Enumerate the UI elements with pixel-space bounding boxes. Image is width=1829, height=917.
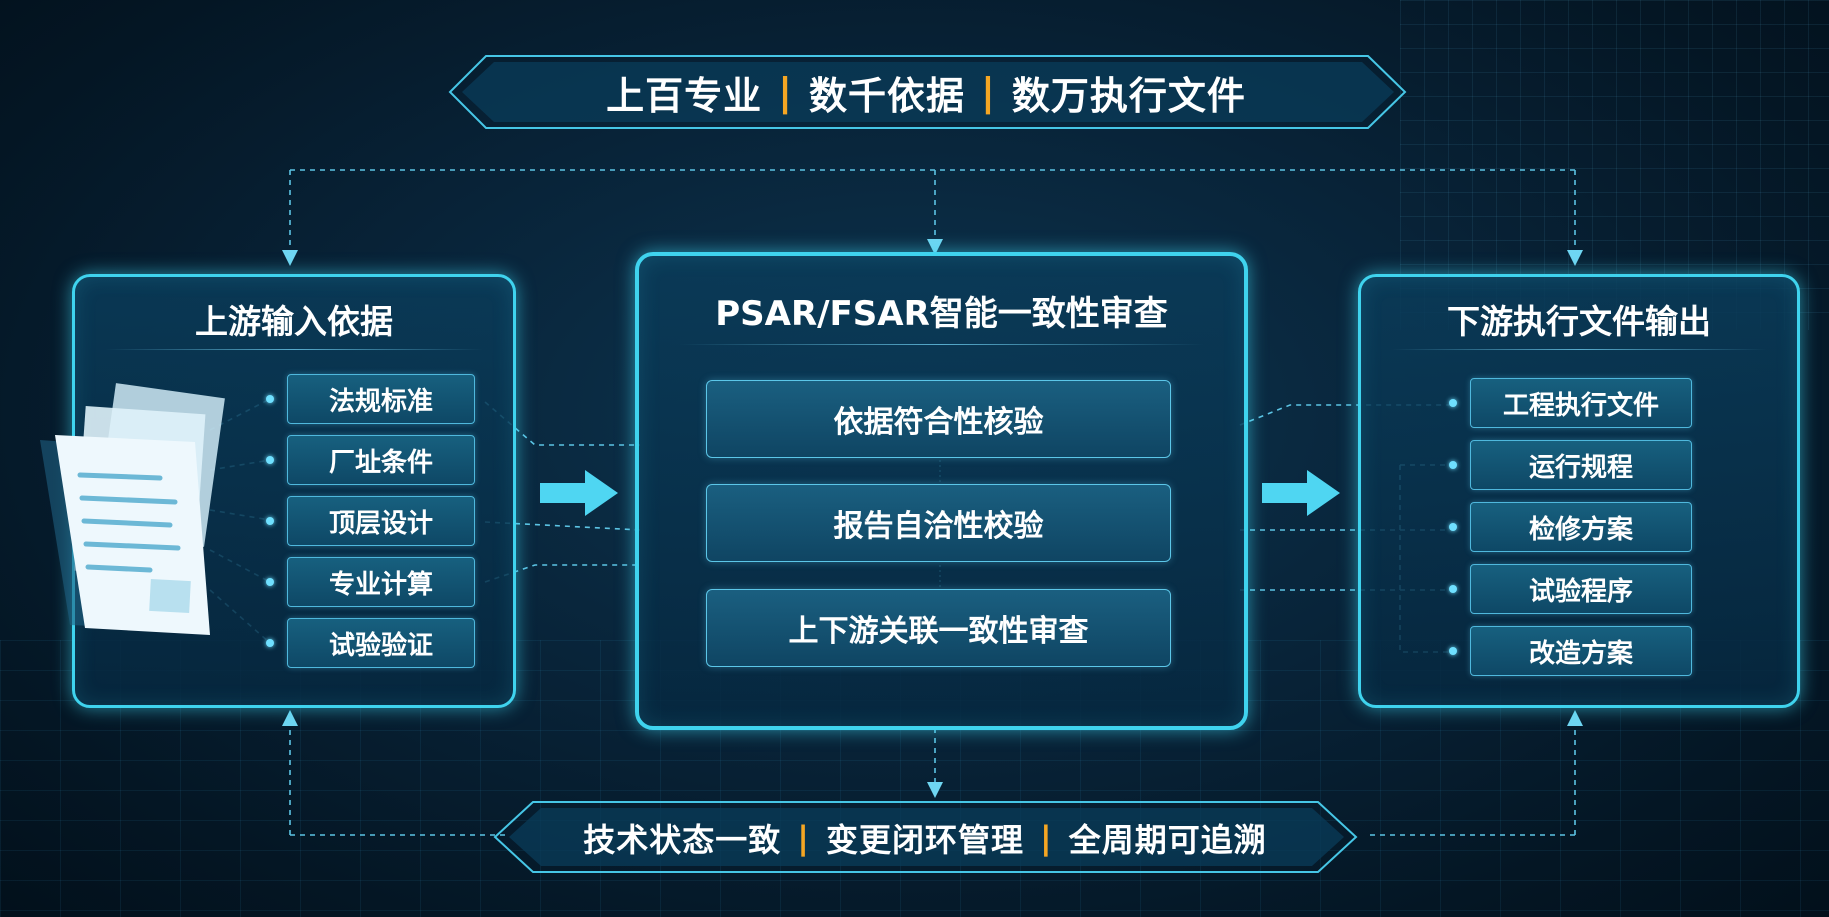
connector-dot: [1449, 647, 1457, 655]
document-stack-icon: [40, 383, 225, 635]
connector-dot: [266, 639, 274, 647]
connector-dot: [266, 456, 274, 464]
downstream-item-test-procedure: 试验程序: [1470, 564, 1692, 614]
connector-dot: [266, 578, 274, 586]
bottom-banner-separator: |: [797, 819, 810, 857]
connector-dot: [266, 517, 274, 525]
top-banner-segment-1: 上百专业: [606, 73, 763, 118]
title-divider: [105, 349, 483, 350]
arrow-right-icon: [1262, 470, 1340, 516]
upstream-item-top-level-design: 顶层设计: [287, 496, 475, 546]
connector-dot: [1449, 399, 1457, 407]
top-banner-separator: |: [778, 70, 793, 114]
top-banner-segment-2: 数千依据: [808, 73, 965, 118]
upstream-item-regulations: 法规标准: [287, 374, 475, 424]
review-item-compliance-check: 依据符合性核验: [706, 380, 1171, 458]
top-banner-separator: |: [981, 70, 996, 114]
review-item-self-consistency-check: 报告自洽性校验: [706, 484, 1171, 562]
upstream-item-site-conditions: 厂址条件: [287, 435, 475, 485]
connector-dot: [266, 395, 274, 403]
top-banner-segment-3: 数万执行文件: [1011, 73, 1246, 118]
review-item-upstream-downstream-check: 上下游关联一致性审查: [706, 589, 1171, 667]
bottom-banner-segment-2: 变更闭环管理: [825, 821, 1024, 859]
downstream-item-engineering-docs: 工程执行文件: [1470, 378, 1692, 428]
arrow-right-icon: [540, 470, 618, 516]
connector-dot: [1449, 461, 1457, 469]
upstream-panel-title: 上游输入依据: [195, 302, 393, 341]
downstream-item-operating-procedures: 运行规程: [1470, 440, 1692, 490]
connector-dot: [1449, 523, 1457, 531]
upstream-item-test-verification: 试验验证: [287, 618, 475, 668]
bottom-banner-segment-3: 全周期可追溯: [1068, 821, 1267, 859]
title-divider: [679, 344, 1204, 345]
bottom-banner-segment-1: 技术状态一致: [583, 821, 782, 859]
bottom-banner: 技术状态一致 | 变更闭环管理 | 全周期可追溯: [520, 810, 1330, 866]
downstream-panel-title: 下游执行文件输出: [1447, 302, 1711, 341]
bottom-banner-separator: |: [1040, 819, 1053, 857]
upstream-item-calculation: 专业计算: [287, 557, 475, 607]
connector-dot: [1449, 585, 1457, 593]
review-panel-title: PSAR/FSAR智能一致性审查: [715, 294, 1168, 334]
downstream-item-maintenance-plan: 检修方案: [1470, 502, 1692, 552]
top-banner: 上百专业 | 数千依据 | 数万执行文件: [470, 62, 1382, 122]
downstream-item-modification-plan: 改造方案: [1470, 626, 1692, 676]
title-divider: [1391, 349, 1767, 350]
